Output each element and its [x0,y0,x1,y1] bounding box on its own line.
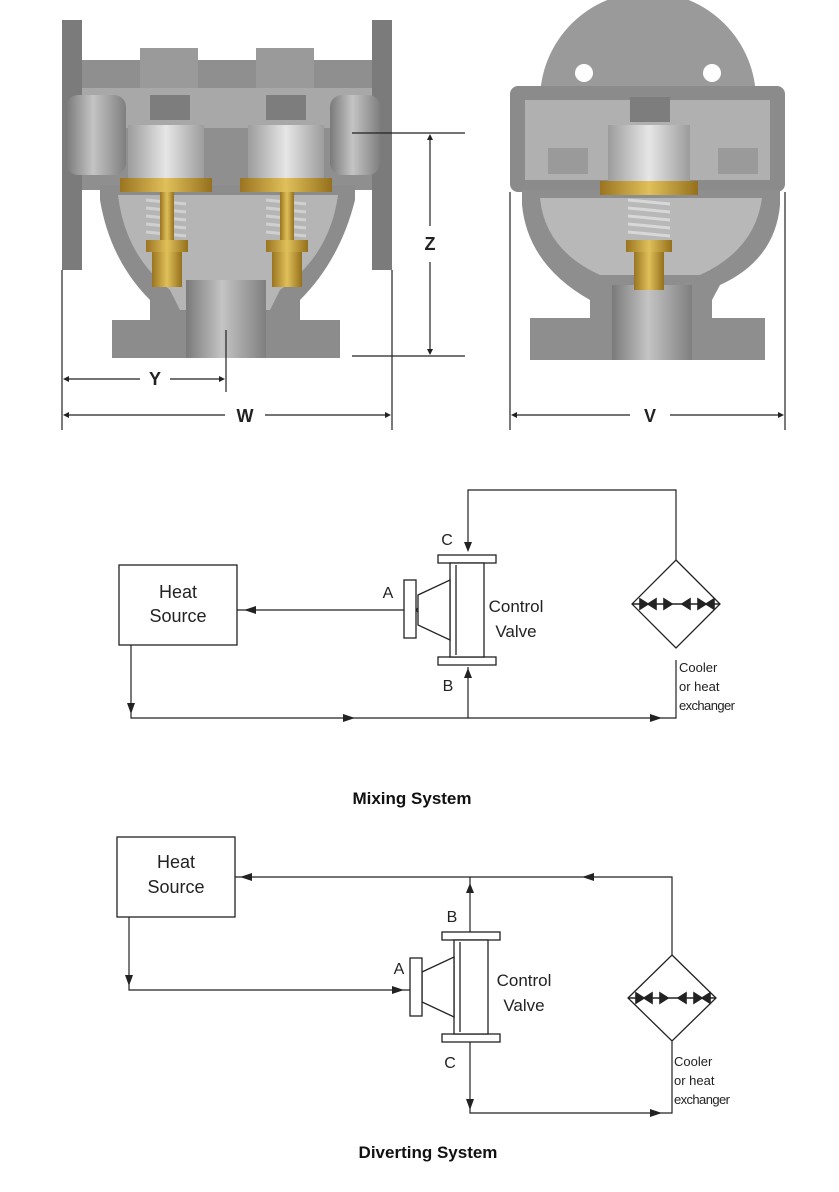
diverting-cooler-line1: Cooler [674,1054,713,1069]
element-cap-left [150,95,190,120]
dimension-w-label: W [237,406,254,426]
brass-plate-right [240,178,332,192]
mixing-cooler-coil [632,597,720,611]
diverting-heat-source-line2: Source [147,877,204,897]
side-brass-collar [626,240,672,252]
mixing-cooler-line1: Cooler [679,660,718,675]
diverting-pipes [128,876,673,1114]
mixing-port-b: B [443,678,454,695]
diverting-heat-source-line1: Heat [157,852,195,872]
mixing-valve-line2: Valve [495,622,536,641]
brass-nozzle-left [152,252,182,287]
side-cap [630,97,670,122]
diverting-valve-line1: Control [497,971,552,990]
diverting-port-a: A [394,961,405,978]
dimension-z-label: Z [425,234,436,254]
diverting-system-diagram: Heat Source B A C Control Valve [116,836,731,1117]
bolt-hole-right [703,64,721,82]
side-boss-right [718,148,758,174]
brass-collar-left [146,240,188,252]
diverting-cooler-coil [628,991,716,1005]
mixing-heat-source-box [118,564,238,646]
cap-boss-right [256,48,314,93]
diverting-control-valve-symbol [409,931,501,1043]
brass-stem-right [280,192,294,242]
mixing-caption: Mixing System [352,789,471,808]
diverting-heat-source-box [116,836,236,918]
mixing-port-a: A [383,585,394,602]
mixing-system-diagram: Heat Source A C B Control Valve [118,489,736,722]
brass-plate-left [120,178,212,192]
brass-nozzle-right [272,252,302,287]
top-flange-right [372,20,392,270]
top-cover [82,88,372,128]
mixing-cooler-line2: or heat [679,679,720,694]
mixing-heat-source-line2: Source [149,606,206,626]
diverting-port-c: C [444,1055,456,1072]
bolt-hole-left [575,64,593,82]
diverting-caption: Diverting System [359,1143,498,1162]
diverting-cooler-line3: exchanger [674,1092,731,1107]
mixing-heat-source-line1: Heat [159,582,197,602]
round-flange [540,0,756,110]
diverting-cooler-line2: or heat [674,1073,715,1088]
side-port-right [330,95,380,175]
diverting-valve-line2: Valve [503,996,544,1015]
valve-cutaway-side [510,0,785,360]
cap-boss-left [140,48,198,93]
side-boss-left [548,148,588,174]
dimension-lines-left [61,132,465,430]
mixing-arrows [127,542,662,722]
mixing-port-c: C [441,532,453,549]
element-housing-right [248,125,324,180]
dimension-y-label: Y [149,369,161,389]
side-spring [627,198,671,238]
dimension-v-label: V [644,406,656,426]
brass-collar-right [266,240,308,252]
diverting-arrows [125,873,662,1117]
side-port-left [66,95,126,175]
side-brass-nozzle [634,252,664,290]
side-brass-plate [600,181,698,195]
diverting-port-b: B [447,909,458,926]
mixing-control-valve-symbol [403,554,497,666]
side-outlet [612,285,692,360]
mixing-valve-line1: Control [489,597,544,616]
element-housing-left [128,125,204,180]
mixing-cooler-line3: exchanger [679,698,736,713]
brass-stem-left [160,192,174,242]
side-element-housing [608,125,690,183]
side-lower-cavity [540,198,762,275]
valve-cutaway-front [62,20,392,358]
dimension-lines-right [509,192,786,430]
element-cap-right [266,95,306,120]
